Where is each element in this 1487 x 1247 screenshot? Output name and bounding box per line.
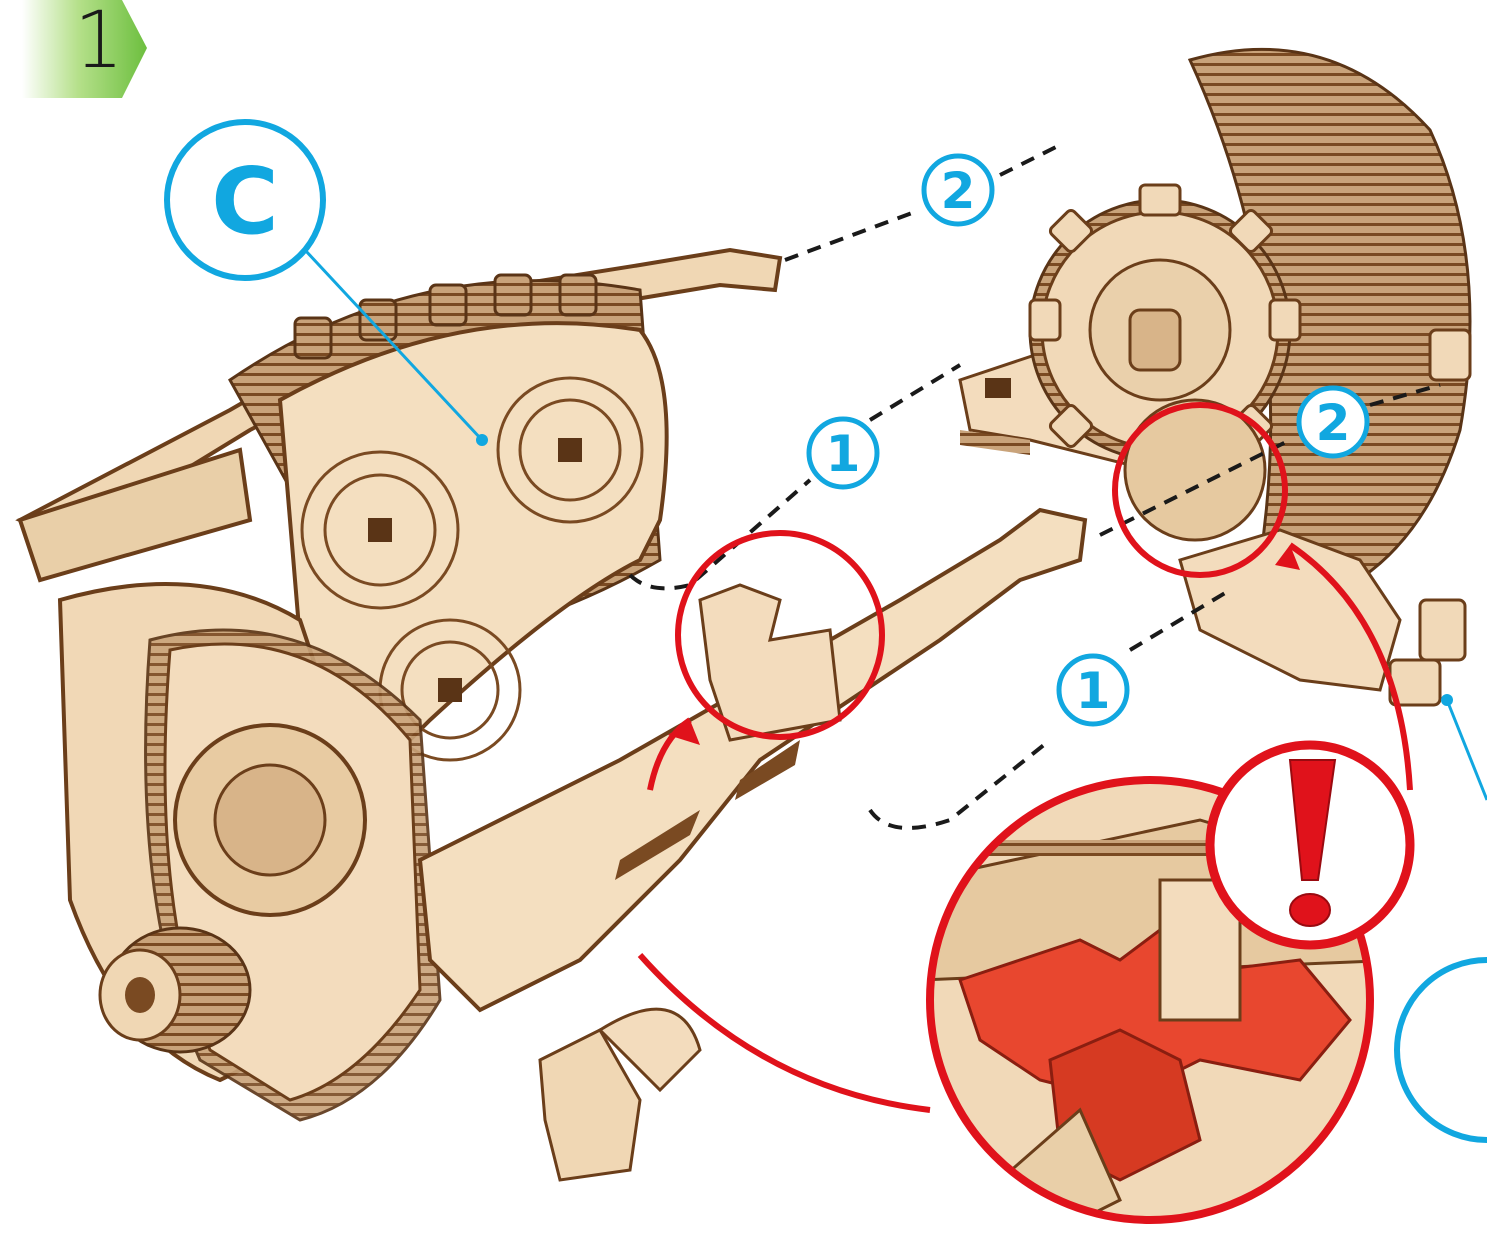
svg-text:1: 1	[1076, 662, 1111, 720]
svg-text:2: 2	[941, 162, 976, 220]
gear-cluster	[960, 49, 1470, 705]
main-assembly	[20, 250, 1085, 1180]
callout-top-2: 2	[924, 156, 992, 224]
part-letter: C	[211, 148, 279, 255]
warning-badge	[1210, 745, 1410, 945]
callout-lower-1: 1	[1059, 656, 1127, 724]
callout-right-2: 2	[1299, 388, 1367, 456]
svg-text:1: 1	[826, 425, 861, 483]
next-part-pointer	[1397, 694, 1487, 1140]
callout-upper-1: 1	[809, 419, 877, 487]
svg-text:2: 2	[1316, 394, 1351, 452]
